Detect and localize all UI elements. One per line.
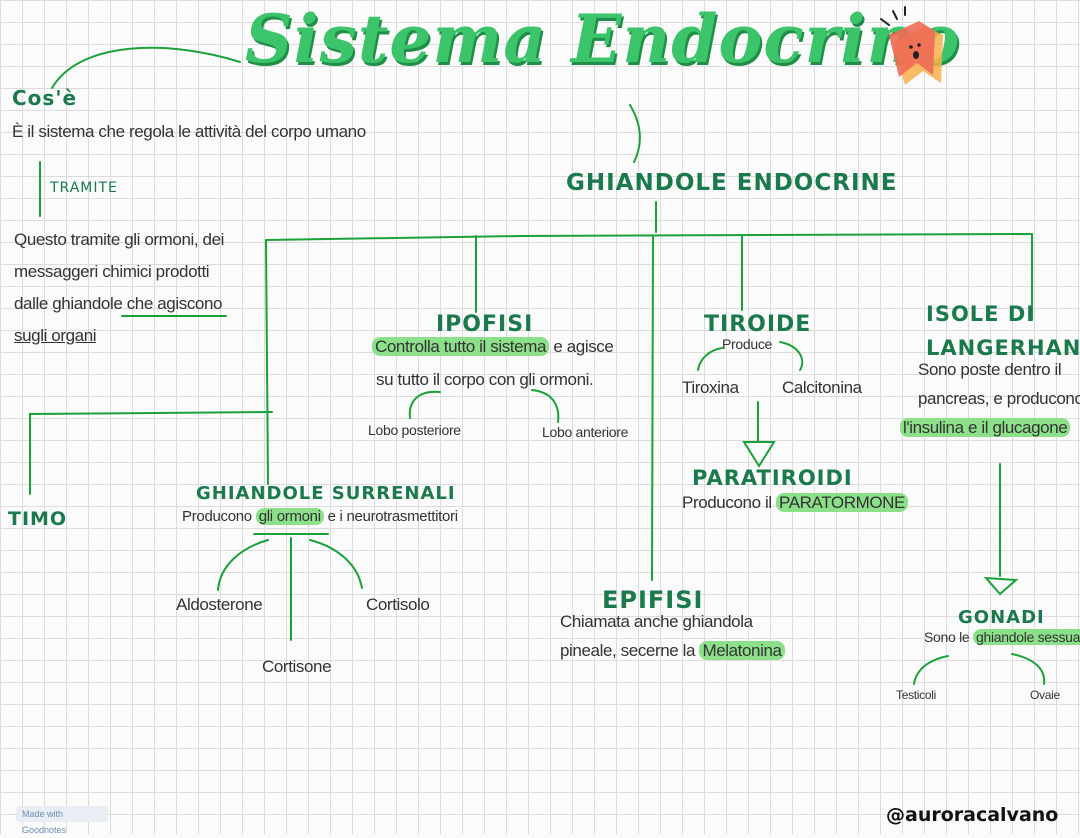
branch-surrenali — [265, 239, 269, 485]
melatonina-highlight: Melatonina — [699, 641, 785, 660]
tiroxina-label: Tiroxina — [682, 378, 739, 397]
goodnotes-badge: Made with Goodnotes — [16, 806, 108, 835]
author-handle: @auroracalvano — [886, 804, 1059, 826]
ghiandole-sessuali-highlight: ghiandole sessuali — [972, 629, 1080, 645]
isole-heading-line1: ISOLE DI — [926, 302, 1036, 326]
cose-heading: Cos'è — [12, 86, 78, 110]
surrenali-branch-right — [309, 539, 363, 589]
branch-timo — [29, 411, 273, 495]
page-title: Sistema Endocrino — [245, 0, 961, 78]
paratiroidi-heading: PARATIROIDI — [692, 466, 853, 490]
calcitonina-label: Calcitonina — [782, 378, 862, 397]
isole-desc-line3: l'insulina e il glucagone — [900, 418, 1071, 438]
ghiandole-endocrine-heading: GHIANDOLE ENDOCRINE — [566, 170, 898, 196]
isole-arrow-head — [983, 576, 1019, 596]
lobo-anteriore: Lobo anteriore — [542, 424, 629, 440]
tiroide-produce: Produce — [722, 336, 773, 352]
lobo-posteriore: Lobo posteriore — [368, 422, 461, 438]
epifisi-desc-line2: pineale, secerne la Melatonina — [560, 641, 785, 661]
cortisone-label: Cortisone — [262, 657, 332, 676]
isole-desc-line2: pancreas, e producono — [918, 389, 1080, 408]
gonadi-branch-left — [913, 655, 949, 685]
surrenali-branch-left — [217, 539, 269, 591]
ovaie-label: Ovaie — [1030, 688, 1060, 702]
ipofisi-description: Controlla tutto il sistema e agisce — [372, 337, 614, 357]
tiroide-arrow-head — [742, 441, 776, 468]
branch-epifisi — [651, 235, 654, 581]
explanation-line-4: sugli organi — [14, 326, 97, 345]
title-to-ghiandole-line — [629, 104, 641, 163]
gonadi-branch-right — [1011, 653, 1046, 685]
ipofisi-branch-right — [531, 389, 560, 423]
gonadi-description: Sono le ghiandole sessuali — [924, 629, 1080, 645]
tiroide-branch-left — [697, 347, 723, 371]
ipofisi-description-line2: su tutto il corpo con gli ormoni. — [376, 370, 594, 389]
surprised-face-icon — [880, 6, 943, 85]
gonadi-heading: GONADI — [958, 607, 1045, 628]
ipofisi-heading: IPOFISI — [436, 312, 534, 337]
main-branch-line — [265, 233, 1033, 241]
epifisi-desc-line1: Chiamata anche ghiandola — [560, 612, 753, 631]
tiroide-heading: TIROIDE — [704, 312, 812, 337]
epifisi-heading: EPIFISI — [602, 586, 704, 614]
ipofisi-branch-left — [408, 390, 441, 419]
cose-definition: È il sistema che regola le attività del … — [12, 122, 366, 141]
title-to-cose-line — [51, 46, 241, 89]
explanation-line-2: messaggeri chimici prodotti — [14, 262, 210, 281]
ormoni-highlight: gli ormoni — [255, 508, 324, 525]
aldosterone-label: Aldosterone — [176, 595, 263, 614]
timo-heading: TIMO — [8, 508, 68, 530]
paratiroidi-description: Producono il PARATORMONE — [682, 493, 908, 513]
cortisolo-label: Cortisolo — [366, 595, 430, 614]
insulina-highlight: l'insulina e il glucagone — [900, 418, 1071, 437]
testicoli-label: Testicoli — [896, 688, 936, 702]
tramite-label: TRAMITE — [50, 180, 118, 196]
isole-desc-line1: Sono poste dentro il — [918, 360, 1062, 379]
surrenali-description: Producono gli ormoni e i neurotrasmettit… — [182, 508, 458, 525]
ipofisi-highlight: Controlla tutto il sistema — [372, 337, 550, 356]
explanation-line-3: dalle ghiandole che agiscono — [14, 294, 223, 313]
paratormone-highlight: PARATORMONE — [776, 493, 908, 512]
explanation-line-1: Questo tramite gli ormoni, dei — [14, 230, 225, 249]
tiroide-branch-right — [779, 341, 804, 371]
surrenali-heading: GHIANDOLE SURRENALI — [196, 483, 456, 504]
